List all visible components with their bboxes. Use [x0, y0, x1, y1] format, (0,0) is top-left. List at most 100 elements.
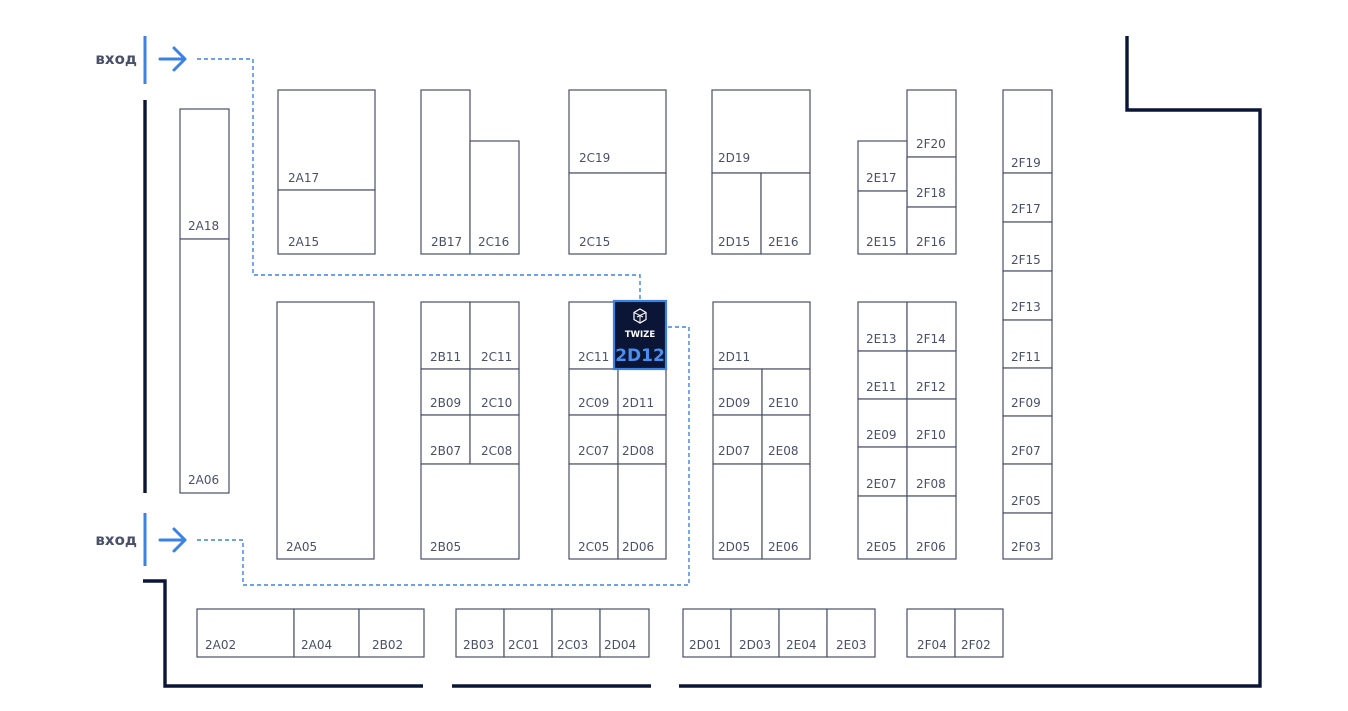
booth[interactable]: 2F10 — [906, 398, 957, 448]
booth[interactable]: 2D09 — [712, 368, 763, 416]
booth-label: 2D06 — [622, 540, 654, 554]
booth-box — [1002, 319, 1053, 369]
booth[interactable]: 2F08 — [906, 446, 957, 497]
booth[interactable]: 2D05 — [712, 463, 763, 560]
entrance-bottom[interactable]: вход — [95, 513, 187, 566]
booth[interactable]: 2C11 — [469, 301, 520, 370]
booth-box — [761, 368, 811, 416]
booth[interactable]: 2E05 — [857, 495, 908, 560]
booth[interactable]: 2D15 — [711, 172, 762, 255]
booth-label: 2C07 — [578, 444, 609, 458]
booth-box — [857, 190, 908, 255]
booth[interactable]: 2D04 — [599, 608, 650, 658]
booth-box — [712, 368, 763, 416]
booth[interactable]: 2A18 — [179, 108, 230, 240]
booth[interactable]: 2E04 — [778, 608, 828, 658]
booth[interactable]: 2A05 — [276, 301, 375, 560]
booth[interactable]: 2E11 — [857, 350, 908, 400]
booth[interactable]: 2F14 — [906, 301, 957, 352]
booth-label: 2F04 — [917, 638, 947, 652]
booth[interactable]: 2D08 — [617, 414, 667, 465]
booth[interactable]: 2E06 — [761, 463, 811, 560]
booth[interactable]: 2F13 — [1002, 270, 1053, 321]
booth[interactable]: 2E09 — [857, 398, 908, 448]
booth-box — [420, 463, 520, 560]
booth[interactable]: 2C11 — [568, 301, 619, 370]
booth[interactable]: 2B09 — [420, 368, 471, 416]
booth-label: 2D19 — [718, 151, 750, 165]
highlight-booth[interactable]: TWIZE 2D12 — [612, 299, 668, 371]
booth[interactable]: 2F03 — [1002, 512, 1053, 560]
booth-label: 2C01 — [508, 638, 539, 652]
booth[interactable]: 2F06 — [906, 495, 957, 560]
booth[interactable]: 2F05 — [1002, 463, 1053, 514]
booth[interactable]: 2E17 — [857, 140, 908, 192]
booth[interactable]: 2F12 — [906, 350, 957, 400]
booth[interactable]: 2D01 — [682, 608, 732, 658]
booth[interactable]: 2C09 — [568, 368, 619, 416]
booth[interactable]: 2F11 — [1002, 319, 1053, 369]
booth-box — [857, 446, 908, 497]
booth[interactable]: 2F16 — [906, 206, 957, 255]
booth[interactable]: 2B17 — [420, 89, 471, 255]
booth[interactable]: 2E13 — [857, 301, 908, 352]
booth-label: 2F06 — [916, 540, 946, 554]
booth-box — [277, 189, 376, 255]
booth[interactable]: 2D03 — [730, 608, 780, 658]
booth[interactable]: 2C08 — [469, 414, 520, 465]
booth-label: 2C11 — [578, 350, 609, 364]
booth[interactable]: 2C03 — [551, 608, 601, 658]
booth[interactable]: 2F20 — [906, 89, 957, 158]
booth-label: 2F03 — [1011, 540, 1041, 554]
booth[interactable]: 2B05 — [420, 463, 520, 560]
booth[interactable]: 2E10 — [761, 368, 811, 416]
booth[interactable]: 2E16 — [760, 172, 811, 255]
booth[interactable]: 2B07 — [420, 414, 471, 465]
booth[interactable]: 2F17 — [1002, 172, 1053, 223]
booth[interactable]: 2D07 — [712, 414, 763, 465]
booth[interactable]: 2F04 — [906, 608, 956, 658]
booth[interactable]: 2F15 — [1002, 221, 1053, 272]
arrow-right-icon — [158, 527, 187, 553]
booth[interactable]: 2C19 — [568, 89, 667, 174]
booth[interactable]: 2C15 — [568, 172, 667, 255]
booth[interactable]: 2A06 — [179, 238, 230, 494]
visitor-route — [197, 58, 690, 586]
booth[interactable]: 2D19 — [711, 89, 811, 174]
booth[interactable]: 2A04 — [293, 608, 360, 658]
booth[interactable]: 2D11 — [617, 368, 667, 416]
booth-box — [682, 608, 732, 658]
booth-label: 2B05 — [430, 540, 461, 554]
booth[interactable]: 2C01 — [503, 608, 553, 658]
booth[interactable]: 2E03 — [826, 608, 876, 658]
booth-box — [906, 446, 957, 497]
booth[interactable]: 2A15 — [277, 189, 376, 255]
booth[interactable]: 2E08 — [761, 414, 811, 465]
booth[interactable]: 2C05 — [568, 463, 619, 560]
booth[interactable]: 2A02 — [196, 608, 295, 658]
entrance-label: вход — [95, 531, 137, 549]
booth[interactable]: 2D11 — [712, 301, 811, 370]
booth[interactable]: 2B02 — [358, 608, 425, 658]
booth[interactable]: 2E15 — [857, 190, 908, 255]
booth-box — [761, 414, 811, 465]
booth[interactable]: 2F18 — [906, 156, 957, 208]
booth[interactable]: 2C10 — [469, 368, 520, 416]
booth-box — [778, 608, 828, 658]
entrance-top[interactable]: вход — [95, 36, 187, 84]
booth[interactable]: 2F19 — [1002, 89, 1053, 174]
booth[interactable]: 2B11 — [420, 301, 471, 370]
booth[interactable]: 2A17 — [277, 89, 376, 191]
booth[interactable]: 2F07 — [1002, 415, 1053, 465]
booth[interactable]: 2F02 — [954, 608, 1004, 658]
booth-box — [711, 172, 762, 255]
booth-label: 2D03 — [739, 638, 771, 652]
booth-label: 2F07 — [1011, 444, 1041, 458]
booth[interactable]: 2B03 — [455, 608, 505, 658]
booth[interactable]: 2C16 — [469, 140, 520, 255]
booth[interactable]: 2D06 — [617, 463, 667, 560]
booth[interactable]: 2C07 — [568, 414, 619, 465]
booth-box — [617, 463, 667, 560]
booth[interactable]: 2F09 — [1002, 367, 1053, 417]
booth[interactable]: 2E07 — [857, 446, 908, 497]
